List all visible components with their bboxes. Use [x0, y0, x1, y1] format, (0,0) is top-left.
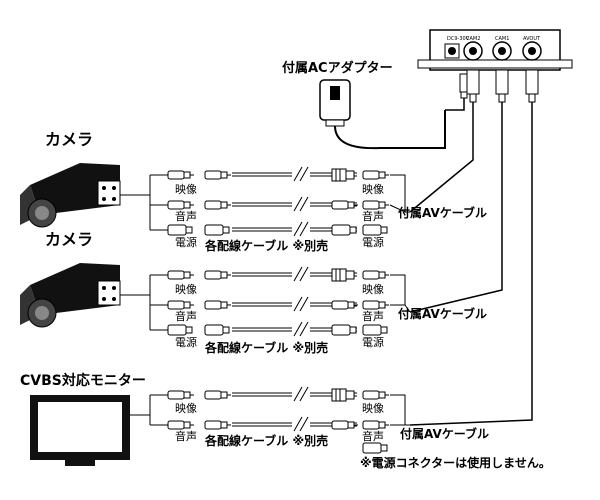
- av-cable-label: 付属AVケーブル: [398, 205, 487, 220]
- harness-group-2: 映像 音声 電源 映像 音声 電源 各配線ケーブル ※別売 付属AVケーブル: [120, 266, 487, 355]
- harness-group-3: 映像 音声 映像 音声 各配線ケーブル ※別売 付属AVケーブル ※電源コネクタ…: [130, 386, 551, 470]
- plug-label-video: 映像: [175, 183, 197, 196]
- plug-label-video: 映像: [175, 283, 197, 296]
- harness-group-1: 映像 音声 電源 映像 音声 電源 各配線ケーブル ※別売 付属AVケーブル: [120, 166, 487, 253]
- plug-label-audio: 音声: [175, 309, 197, 323]
- camera-icon: [20, 263, 121, 328]
- plug-label-video: 映像: [362, 402, 384, 415]
- cable-label: 各配線ケーブル ※別売: [204, 433, 328, 448]
- footnote: ※電源コネクターは使用しません。: [360, 455, 551, 470]
- plug-label-power: 電源: [362, 235, 384, 249]
- plug-label-audio: 音声: [362, 429, 384, 443]
- av-cable-label: 付属AVケーブル: [400, 426, 489, 441]
- ac-adapter-icon: [319, 79, 446, 150]
- plug-label-power: 電源: [362, 335, 384, 349]
- splitter-plugs: [459, 69, 539, 103]
- plug-label-video: 映像: [175, 402, 197, 415]
- adapter-label: 付属ACアダプター: [282, 60, 393, 76]
- port-label-cam2: CAM2: [466, 36, 480, 42]
- camera-1-label: カメラ: [45, 130, 93, 149]
- plug-label-power: 電源: [175, 335, 197, 349]
- plug-label-power: 電源: [175, 235, 197, 249]
- plug-label-video: 映像: [362, 283, 384, 296]
- plug-label-audio: 音声: [362, 209, 384, 223]
- plug-label-video: 映像: [362, 183, 384, 196]
- splitter-cables: [409, 98, 533, 426]
- cable-label: 各配線ケーブル ※別売: [204, 238, 328, 253]
- camera-2-label: カメラ: [45, 230, 93, 249]
- port-label-avout: AVOUT: [523, 36, 541, 42]
- cable-label: 各配線ケーブル ※別売: [204, 340, 328, 355]
- monitor-icon: [30, 395, 130, 466]
- camera-icon: [20, 163, 121, 228]
- plug-label-audio: 音声: [362, 309, 384, 323]
- splitter-box-icon: DC9-30V CAM2 CAM1 AVOUT: [417, 29, 573, 71]
- plug-label-audio: 音声: [175, 429, 197, 443]
- monitor-label: CVBS対応モニター: [20, 372, 146, 389]
- av-cable-label: 付属AVケーブル: [398, 306, 487, 321]
- port-label-dc: DC9-30V: [447, 36, 470, 42]
- plug-label-audio: 音声: [175, 209, 197, 223]
- port-label-cam1: CAM1: [495, 36, 509, 42]
